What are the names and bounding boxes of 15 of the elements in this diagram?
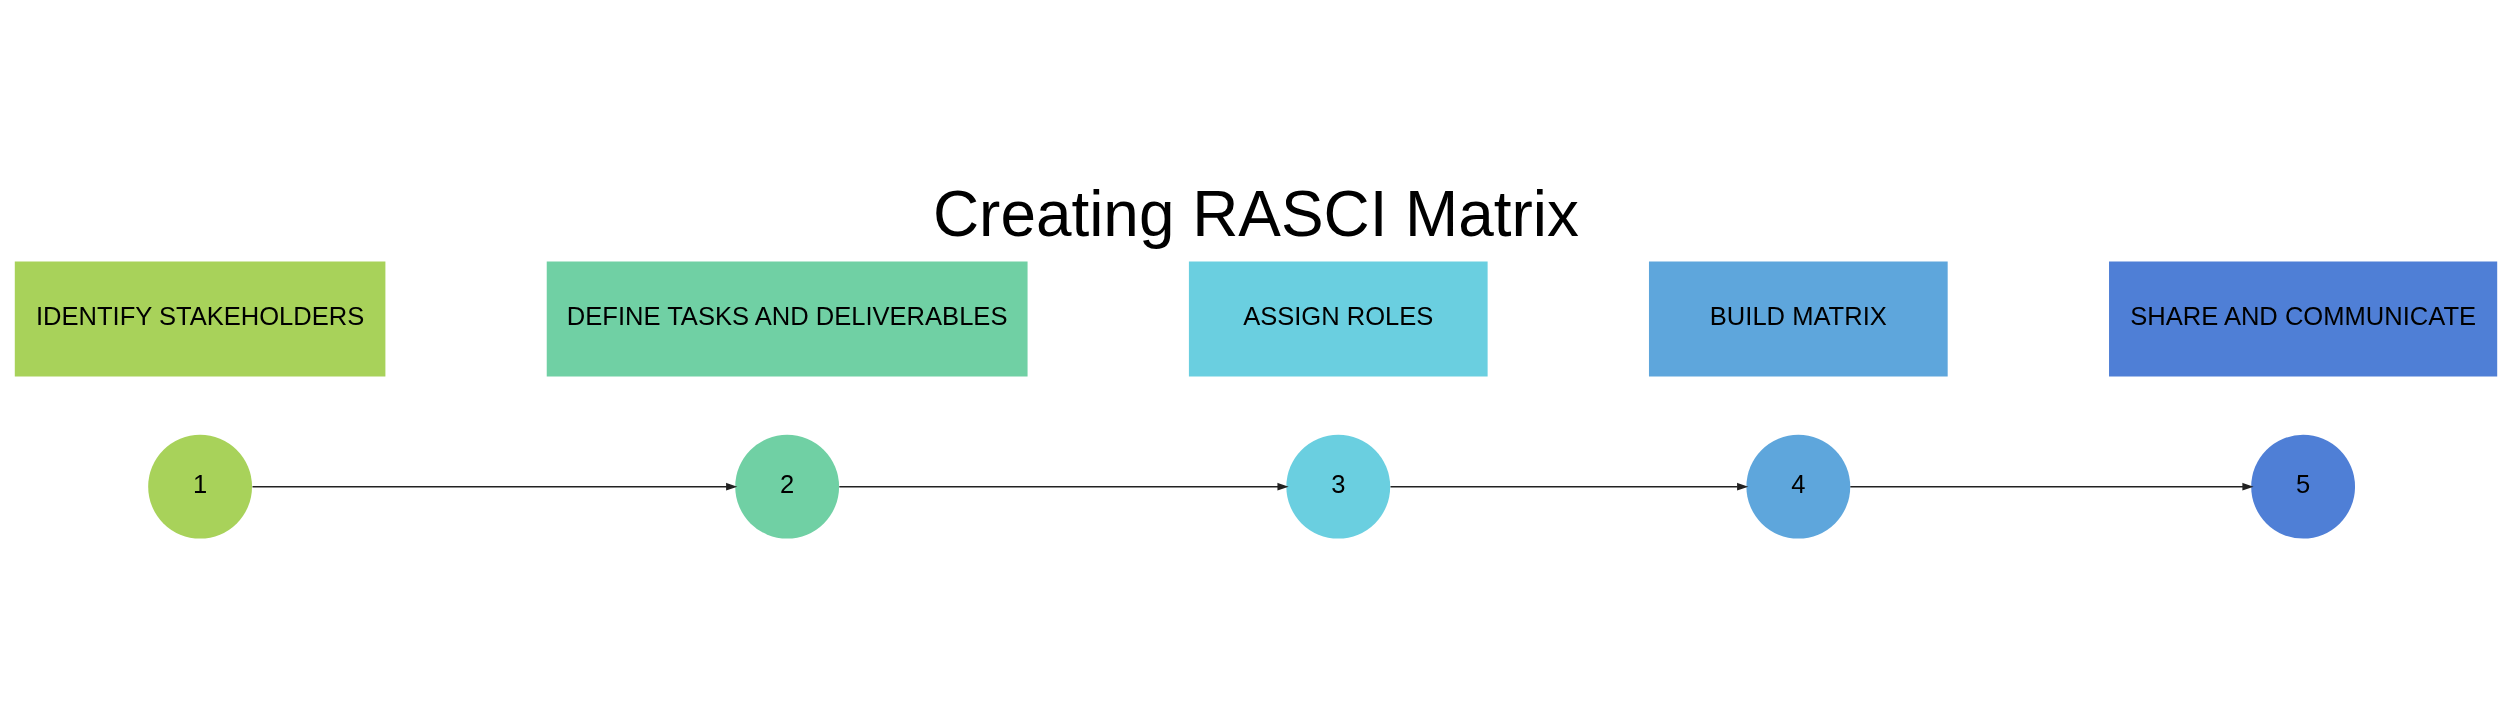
node-circle: 1 bbox=[148, 434, 252, 539]
arrow bbox=[1849, 482, 2254, 491]
arrow bbox=[1389, 482, 1749, 491]
node-circle: 3 bbox=[1286, 434, 1391, 539]
node-box: SHARE AND COMMUNICATE bbox=[2109, 260, 2498, 376]
node-circle: 2 bbox=[735, 434, 840, 539]
arrow bbox=[251, 482, 738, 491]
node-circle: 5 bbox=[2251, 434, 2356, 539]
arrow bbox=[838, 482, 1289, 491]
node-box: ASSIGN ROLES bbox=[1188, 260, 1488, 376]
node-box: BUILD MATRIX bbox=[1648, 260, 1948, 376]
node-circle: 4 bbox=[1746, 434, 1851, 539]
diagram-title: Creating RASCI Matrix bbox=[932, 177, 1580, 250]
node-box: IDENTIFY STAKEHOLDERS bbox=[14, 260, 386, 376]
node-box: DEFINE TASKS AND DELIVERABLES bbox=[546, 260, 1028, 376]
